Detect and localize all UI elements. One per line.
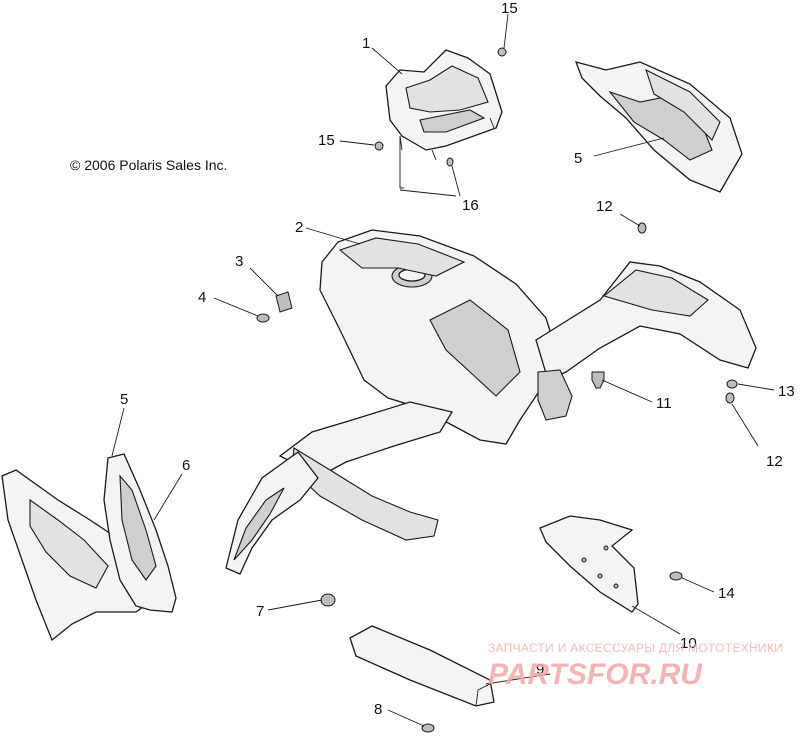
part-15-screw-lower [374, 141, 384, 151]
callout-2: 2 [295, 219, 303, 236]
part-rear-fender [225, 451, 319, 575]
part-3-clip [275, 291, 293, 313]
callout-6: 6 [182, 457, 190, 474]
callout-5-upper: 5 [574, 150, 582, 167]
callout-14: 14 [718, 585, 735, 602]
callout-11: 11 [656, 395, 672, 412]
part-2-front-fender [319, 229, 557, 445]
callout-8: 8 [374, 701, 382, 718]
callout-15-lower: 15 [318, 132, 335, 149]
part-13-washer [726, 379, 738, 389]
callout-10: 10 [680, 635, 697, 652]
part-12-rivet-upper [637, 222, 647, 234]
callout-3: 3 [235, 253, 243, 270]
callout-13: 13 [778, 383, 795, 400]
callout-5-lower: 5 [120, 391, 128, 408]
part-11-push-pin [591, 371, 605, 389]
callout-7: 7 [256, 603, 264, 620]
callout-15-upper: 15 [501, 0, 518, 17]
part-14-screw [669, 571, 683, 581]
watermark-caption: ЗАПЧАСТИ И АКСЕССУАРЫ ДЛЯ МОТОТЕХНИКИ [488, 641, 783, 655]
callout-labels: 1 15 15 16 5 2 12 3 4 11 13 12 5 6 7 8 9… [120, 0, 795, 718]
part-9-floor-plate [349, 625, 495, 707]
part-16-clip [446, 157, 454, 167]
part-6-side-panel-right [103, 453, 177, 613]
watermark: ЗАПЧАСТИ И АКСЕССУАРЫ ДЛЯ МОТОТЕХНИКИ PA… [488, 641, 783, 691]
part-10-bracket-plate [539, 515, 639, 613]
part-4-screw [256, 313, 270, 323]
callout-12-upper: 12 [596, 198, 613, 215]
callout-16: 16 [462, 197, 479, 214]
part-1-headlight-pod [385, 49, 503, 161]
part-12-rivet-lower [725, 392, 735, 404]
part-5-side-panel-upper [574, 61, 743, 193]
callout-12-lower: 12 [766, 453, 783, 470]
fastener-group [256, 47, 738, 733]
watermark-brand: PARTSFOR.RU [488, 658, 703, 691]
part-7-nut [320, 593, 336, 607]
callout-9: 9 [536, 661, 544, 678]
copyright-text: © 2006 Polaris Sales Inc. [70, 157, 227, 173]
part-5-side-panel-left [1, 469, 151, 642]
part-15-screw-upper [497, 47, 507, 57]
callout-4: 4 [198, 289, 206, 306]
leader-lines [111, 13, 775, 727]
callout-1: 1 [362, 35, 370, 52]
part-rack-body [278, 261, 757, 541]
part-8-screw [421, 723, 435, 733]
